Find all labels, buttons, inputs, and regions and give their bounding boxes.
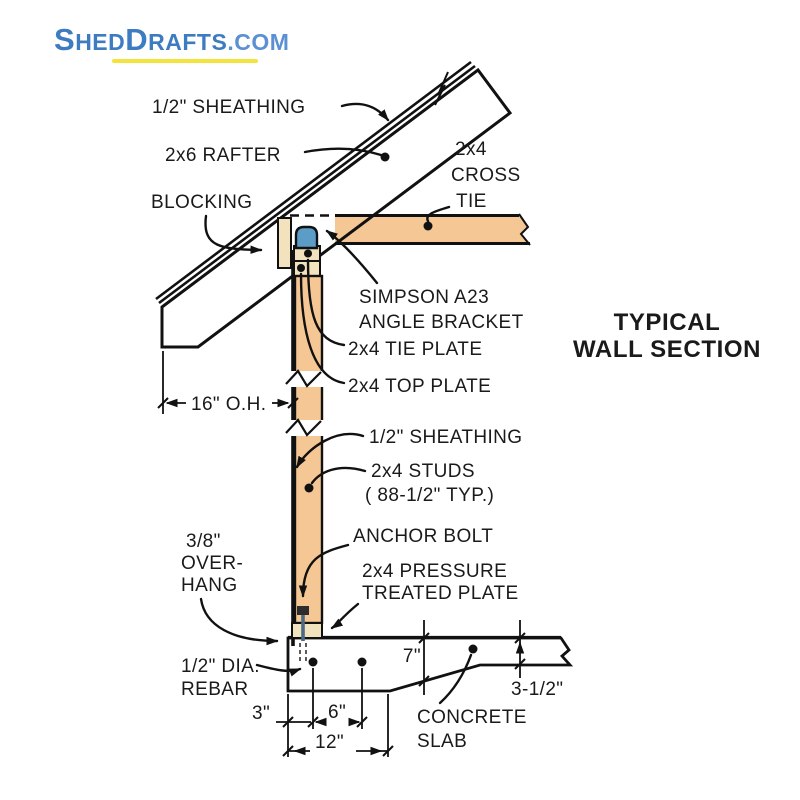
dim-bottom-group: 3" 6" 12" bbox=[252, 668, 394, 757]
leader-studs bbox=[310, 466, 367, 485]
logo-underline bbox=[112, 59, 258, 63]
label-rafter: 2x6 RAFTER bbox=[165, 145, 281, 166]
label-bracket-1: SIMPSON A23 bbox=[359, 287, 489, 308]
label-top-plate: 2x4 TOP PLATE bbox=[348, 376, 491, 397]
label-studs-2: ( 88-1/2" TYP.) bbox=[365, 485, 494, 506]
label-bracket-2: ANGLE BRACKET bbox=[359, 312, 524, 333]
leader-concrete-slab bbox=[438, 653, 473, 705]
label-cross-tie-3: TIE bbox=[456, 191, 487, 212]
rafter-member bbox=[155, 60, 513, 349]
label-pt-plate-1: 2x4 PRESSURE bbox=[362, 561, 507, 582]
top-plate-leader-dot bbox=[297, 264, 305, 272]
drawing-title-line2: WALL SECTION bbox=[573, 336, 761, 363]
leader-blocking bbox=[204, 214, 263, 254]
dim-footing-depth-text: 7" bbox=[403, 646, 421, 667]
dim-footing-width-text: 12" bbox=[315, 732, 344, 753]
drawing-title-line1: TYPICAL bbox=[614, 309, 721, 336]
rebar-dot-1 bbox=[308, 657, 318, 667]
sheddrafts-logo: SHEDDRAFTS.COM bbox=[54, 24, 289, 55]
rebar-dot-2 bbox=[357, 657, 367, 667]
dim-slab-thickness: 3-1/2" bbox=[511, 620, 563, 700]
pressure-treated-plate bbox=[291, 622, 323, 639]
leader-cross-tie bbox=[426, 205, 451, 223]
label-concrete-1: CONCRETE bbox=[417, 707, 527, 728]
cross-tie-member bbox=[335, 213, 531, 246]
label-anchor-bolt: ANCHOR BOLT bbox=[353, 526, 493, 547]
leader-anchor-bolt bbox=[298, 543, 350, 598]
anchor-bolt bbox=[297, 606, 309, 663]
leader-wall-sheathing bbox=[295, 432, 365, 469]
dim-overhang-text: 16" O.H. bbox=[191, 394, 266, 415]
label-overhang-1: 3/8" bbox=[186, 531, 221, 552]
studs-leader-dot bbox=[304, 483, 314, 493]
logo-text-hed: HED bbox=[75, 29, 126, 55]
roof-sheathing-line-outer bbox=[155, 60, 472, 301]
label-rebar-1: 1/2" DIA. bbox=[181, 656, 260, 677]
label-studs-1: 2x4 STUDS bbox=[371, 461, 475, 482]
logo-letter-s: S bbox=[54, 22, 76, 57]
label-concrete-2: SLAB bbox=[417, 731, 467, 752]
logo-letter-d: D bbox=[125, 22, 149, 57]
label-roof-sheathing: 1/2" SHEATHING bbox=[152, 97, 305, 118]
label-wall-sheathing: 1/2" SHEATHING bbox=[369, 427, 522, 448]
tie-plate-leader-dot bbox=[304, 249, 312, 258]
cross-tie-break-mark bbox=[518, 213, 531, 246]
roof-break-mark bbox=[434, 71, 449, 106]
leader-tie-plate bbox=[306, 258, 346, 347]
label-cross-tie-2: CROSS bbox=[451, 165, 521, 186]
label-overhang-3: HANG bbox=[181, 575, 238, 596]
cross-tie-leader-dot bbox=[423, 221, 433, 231]
logo-text-dotcom: .COM bbox=[227, 29, 290, 55]
logo-text-rafts: RAFTS bbox=[148, 29, 228, 55]
leader-pt-plate bbox=[330, 602, 360, 630]
simpson-angle-bracket bbox=[294, 225, 319, 250]
leader-simpson-bracket bbox=[325, 229, 379, 285]
dim-overhang-16: 16" O.H. bbox=[157, 351, 299, 415]
dim-edge-offset-text: 3" bbox=[252, 703, 270, 724]
dim-footing-depth-7: 7" bbox=[403, 620, 430, 695]
stud-break-marks bbox=[285, 369, 325, 437]
label-pt-plate-2: TREATED PLATE bbox=[362, 583, 519, 604]
label-cross-tie-1: 2x4 bbox=[455, 139, 487, 160]
leader-roof-sheathing bbox=[340, 102, 390, 122]
label-overhang-2: OVER- bbox=[181, 553, 243, 574]
label-tie-plate: 2x4 TIE PLATE bbox=[348, 339, 482, 360]
blocking-member bbox=[277, 217, 292, 269]
leader-rafter bbox=[303, 147, 383, 157]
leader-rebar bbox=[255, 663, 302, 677]
dim-slab-thickness-text: 3-1/2" bbox=[511, 679, 563, 700]
dim-rebar-spacing-text: 6" bbox=[328, 702, 346, 723]
leader-top-plate bbox=[299, 272, 346, 385]
concrete-slab-leader-dot bbox=[468, 644, 478, 654]
label-rebar-2: REBAR bbox=[181, 679, 248, 700]
roof-sheathing-line-inner bbox=[158, 64, 476, 305]
leader-overhang bbox=[199, 597, 279, 646]
label-blocking: BLOCKING bbox=[151, 192, 252, 213]
rafter-leader-dot bbox=[380, 152, 390, 162]
